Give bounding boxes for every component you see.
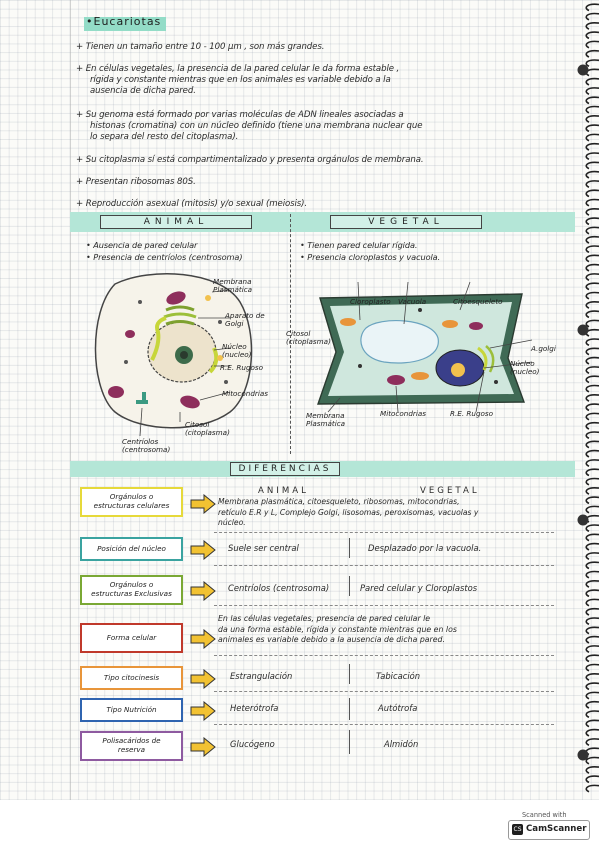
diff-divider (349, 664, 350, 684)
animal-label-membrana: Membrana Plasmática (213, 277, 253, 295)
diff-animal-nutricion: Heterótrofa (230, 703, 279, 713)
diff-col-animal: ANIMAL (258, 486, 309, 496)
animal-vegetal-band (70, 212, 575, 232)
diferencias-band (70, 461, 575, 477)
diff-divider (349, 730, 350, 754)
animal-point-2: • Presencia de centríolos (centrosoma) (86, 252, 243, 262)
diff-label-nutricion: Tipo Nutrición (80, 698, 183, 722)
row-separator (214, 565, 554, 566)
bullet-wall-3: ausencia de dicha pared. (90, 86, 196, 96)
camscanner-badge: CS CamScanner (508, 820, 590, 840)
diff-vegetal-citocinesis: Tabicación (376, 671, 421, 681)
diff-divider (349, 538, 350, 558)
spiral-binding (577, 3, 599, 793)
vegetal-label-citoesqueleto: Citoesqueleto (453, 297, 503, 306)
page-bottom-area (0, 800, 599, 848)
diff-label-citocinesis: Tipo citocinesis (80, 666, 183, 690)
diff-text-forma: En las células vegetales, presencia de p… (218, 614, 457, 644)
arrow-icon (190, 669, 216, 689)
diff-divider (349, 576, 350, 596)
diff-divider (349, 698, 350, 720)
diferencias-header: DIFERENCIAS (230, 462, 340, 476)
vegetal-point-1: • Tienen pared celular rígida. (300, 240, 418, 250)
row-separator (214, 655, 554, 656)
animal-label-centriolos: Centríolos (centrosoma) (122, 437, 171, 455)
bullet-cytoplasm: + Su citoplasma sí está compartimentaliz… (76, 155, 424, 165)
bullet-reproduction: + Reproducción asexual (mitosis) y/o sex… (76, 199, 308, 209)
row-separator (214, 724, 554, 725)
vegetal-label-membrana: Membrana Plasmática (306, 411, 346, 429)
animal-label-nucleo: Núcleo (nucleo) (222, 342, 252, 360)
arrow-icon (190, 737, 216, 757)
animal-vegetal-divider (290, 214, 291, 454)
diff-text-organulos: Membrana plasmática, citoesqueleto, ribo… (218, 497, 479, 527)
arrow-icon (190, 581, 216, 601)
animal-label-citosol: Citosol (citoplasma) (185, 420, 230, 438)
vegetal-point-2: • Presencia cloroplastos y vacuola. (300, 252, 441, 262)
bullet-genome-1: + Su genoma está formado por varias molé… (76, 110, 404, 120)
bullet-genome-3: lo separa del resto del citoplasma). (90, 132, 239, 142)
diff-animal-posicion-nucleo: Suele ser central (228, 543, 299, 553)
diff-vegetal-nutricion: Autótrofa (378, 703, 418, 713)
bullet-wall-1: + En células vegetales, la presencia de … (76, 64, 400, 74)
diff-label-polisacaridos: Polisacáridos de reserva (80, 731, 183, 761)
diff-animal-citocinesis: Estrangulación (230, 671, 293, 681)
arrow-icon (190, 629, 216, 649)
diff-label-forma: Forma celular (80, 623, 183, 653)
animal-label-mito: Mitocondrias (222, 389, 268, 398)
arrow-icon (190, 540, 216, 560)
arrow-icon (190, 494, 216, 514)
vegetal-cell-diagram (317, 281, 533, 413)
scanned-with-text: Scanned with (522, 811, 567, 819)
bullet-size: + Tienen un tamaño entre 10 - 100 μm , s… (76, 42, 325, 52)
bullet-ribosomes: + Presentan ribosomas 80S. (76, 177, 196, 187)
title-highlight (84, 17, 166, 31)
diff-label-organulos: Orgánulos o estructuras celulares (80, 487, 183, 517)
vegetal-label-cloroplasto: Cloroplasto (350, 297, 391, 306)
camscanner-watermark: Scanned with CS CamScanner (508, 811, 590, 841)
diff-vegetal-posicion-nucleo: Desplazado por la vacuola. (368, 543, 482, 553)
arrow-icon (190, 701, 216, 721)
camscanner-logo-icon: CS (512, 824, 523, 835)
vegetal-header: VEGETAL (330, 215, 482, 229)
vegetal-label-citosol: Citosol (citoplasma) (286, 329, 331, 347)
page-title: •Eucariotas (86, 15, 162, 28)
diff-vegetal-polisacaridos: Almidón (384, 739, 419, 749)
animal-label-golgi: Aparato de Golgi (225, 311, 265, 329)
bullet-genome-2: histonas (cromatina) con un núcleo defin… (90, 121, 423, 131)
animal-point-1: • Ausencia de pared celular (86, 240, 198, 250)
diff-animal-exclusivas: Centríolos (centrosoma) (228, 583, 330, 593)
row-separator (214, 532, 554, 533)
diff-col-vegetal: VEGETAL (420, 486, 480, 496)
diff-label-posicion-nucleo: Posición del núcleo (80, 537, 183, 561)
diff-label-exclusivas: Orgánulos o estructuras Exclusivas (80, 575, 183, 605)
animal-header: ANIMAL (100, 215, 252, 229)
bullet-wall-2: rígida y constante mientras que en los a… (90, 75, 391, 85)
animal-cell-diagram (94, 273, 253, 437)
vegetal-label-golgi: A.golgi (531, 344, 556, 353)
diff-animal-polisacaridos: Glucógeno (230, 739, 275, 749)
vegetal-label-re: R.E. Rugoso (450, 409, 494, 418)
animal-label-re: R.E. Rugoso (220, 363, 264, 372)
row-separator (214, 605, 554, 606)
row-separator (214, 691, 554, 692)
diff-vegetal-exclusivas: Pared celular y Cloroplastos (360, 583, 478, 593)
vegetal-label-mito: Mitocondrias (380, 409, 426, 418)
vegetal-label-nucleo: Núcleo (nucleo) (510, 359, 540, 377)
vegetal-label-vacuola: Vacuola (398, 297, 427, 306)
camscanner-brand: CamScanner (526, 824, 587, 834)
margin-line (70, 0, 71, 800)
